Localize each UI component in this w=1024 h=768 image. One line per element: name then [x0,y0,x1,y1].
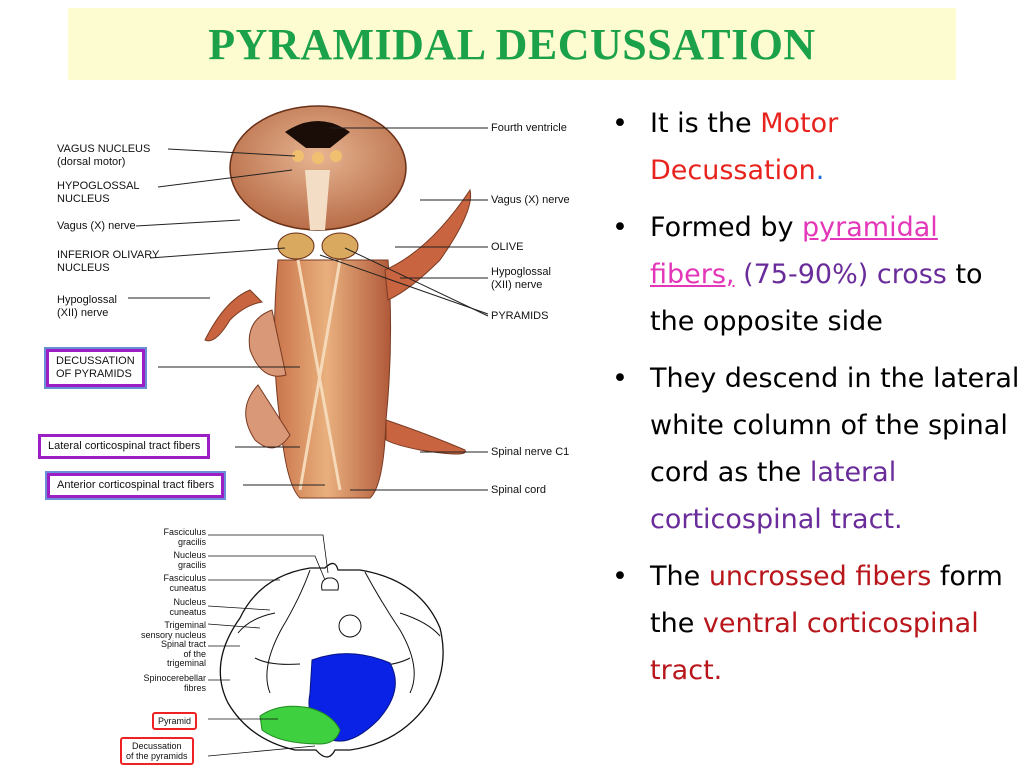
label-hypoglossal-nucleus: HYPOGLOSSAL NUCLEUS [57,180,140,206]
cross-section-diagram [207,534,444,758]
label-hypoglossal-nerve-left: Hypoglossal (XII) nerve [57,294,117,320]
label-pyramid: Pyramid [152,712,198,730]
label-line: DECUSSATION [56,355,135,367]
bullet-dot: • [612,363,628,394]
label-spinal-cord: Spinal cord [491,484,547,496]
label-line: NUCLEUS [57,262,110,274]
label-line: Nucleus [173,597,206,607]
bullet-highlight: uncrossed fibers [708,561,932,592]
bullet-dot: • [612,108,628,139]
label-decussation-of-the-pyramids: Decussation of the pyramids [120,737,194,765]
label-line: sensory nucleus [140,629,206,640]
bullet-highlight: Motor Decussation [650,108,839,186]
bullet-item: • The uncrossed fibers form the ventral … [608,553,1020,694]
bullet-text: Formed by [650,212,803,243]
label-line: INFERIOR OLIVARY [57,249,160,261]
label-lateral-corticospinal: Lateral corticospinal tract fibers [38,434,211,459]
label-fourth-ventricle: Fourth ventricle [491,122,567,134]
label-line: Fasciculus [163,527,206,537]
label-hypoglossal-nerve-right: Hypoglossal (XII) nerve [491,266,551,292]
bullet-text: . [815,155,825,186]
bullet-item: • It is the Motor Decussation. [608,100,1020,194]
label-fasciculus-cuneatus: Fasciculus cuneatus [163,573,206,593]
label-line: trigeminal [166,658,206,668]
bullet-text: to the opposite side [650,259,983,337]
label-line: of the pyramids [126,751,188,761]
medulla-figure: VAGUS NUCLEUS (dorsal motor) HYPOGLOSSAL… [0,90,600,510]
label-line: Trigeminal [164,620,206,630]
label-spinocerebellar-fibres: Spinocerebellar fibres [143,673,206,693]
label-line: Spinocerebellar [143,673,206,683]
bullet-list: • It is the Motor Decussation. • Formed … [608,100,1020,704]
label-decussation-of-pyramids: DECUSSATION OF PYRAMIDS [44,347,147,389]
label-inferior-olivary-nucleus: INFERIOR OLIVARY NUCLEUS [57,249,159,275]
label-line: of the [183,648,206,659]
label-line: NUCLEUS [57,193,110,205]
bullet-dot: • [612,212,628,243]
label-line: gracilis [177,536,206,547]
bullet-link[interactable]: pyramidal fibers, [650,212,938,290]
label-line: cuneatus [169,582,206,593]
bullet-dot: • [612,561,628,592]
label-trigeminal-sensory-nucleus: Trigeminal sensory nucleus [140,620,206,640]
bullet-text: They descend in the lateral white column… [650,363,1020,488]
label-olive: OLIVE [491,241,524,253]
label-line: OF PYRAMIDS [56,368,132,380]
bullet-highlight: ventral corticospinal tract. [650,608,979,686]
slide-title: PYRAMIDAL DECUSSATION [208,19,816,69]
bullet-text: The [650,561,709,592]
label-line: (dorsal motor) [57,156,126,168]
label-line: cuneatus [169,606,206,617]
label-vagus-nerve-left: Vagus (X) nerve [57,220,136,232]
bullet-item: • They descend in the lateral white colu… [608,355,1020,543]
medulla-illustration [128,105,489,499]
label-line: HYPOGLOSSAL [57,180,140,192]
bullet-text: form the [650,561,1003,639]
label-line: Hypoglossal [57,294,117,306]
label-line: Decussation [132,741,182,751]
bullet-highlight: lateral corticospinal tract. [650,457,903,535]
label-spinal-nerve-c1: Spinal nerve C1 [491,446,570,458]
bullet-text: It is the [650,108,761,139]
label-line: gracilis [177,559,206,570]
label-line: (XII) nerve [57,307,109,319]
label-pyramids: PYRAMIDS [491,310,549,322]
label-line: (XII) nerve [491,279,543,291]
label-line: Hypoglossal [491,266,551,278]
bullet-highlight: (75-90%) cross [734,259,947,290]
label-spinal-tract-trigeminal: Spinal tract of the trigeminal [160,639,206,669]
label-vagus-nucleus: VAGUS NUCLEUS (dorsal motor) [57,143,150,169]
title-banner: PYRAMIDAL DECUSSATION [68,8,956,80]
label-line: Fasciculus [163,573,206,583]
label-line: Spinal tract [160,639,206,649]
label-line: VAGUS NUCLEUS [57,143,151,155]
label-line: Nucleus [173,550,206,560]
label-anterior-corticospinal: Anterior corticospinal tract fibers [44,471,227,500]
label-line: fibres [183,682,206,693]
label-vagus-nerve-right: Vagus (X) nerve [491,194,570,206]
label-nucleus-gracilis: Nucleus gracilis [173,550,206,570]
bullet-item: • Formed by pyramidal fibers, (75-90%) c… [608,204,1020,345]
label-nucleus-cuneatus: Nucleus cuneatus [169,597,206,617]
label-fasciculus-gracilis: Fasciculus gracilis [163,527,206,547]
